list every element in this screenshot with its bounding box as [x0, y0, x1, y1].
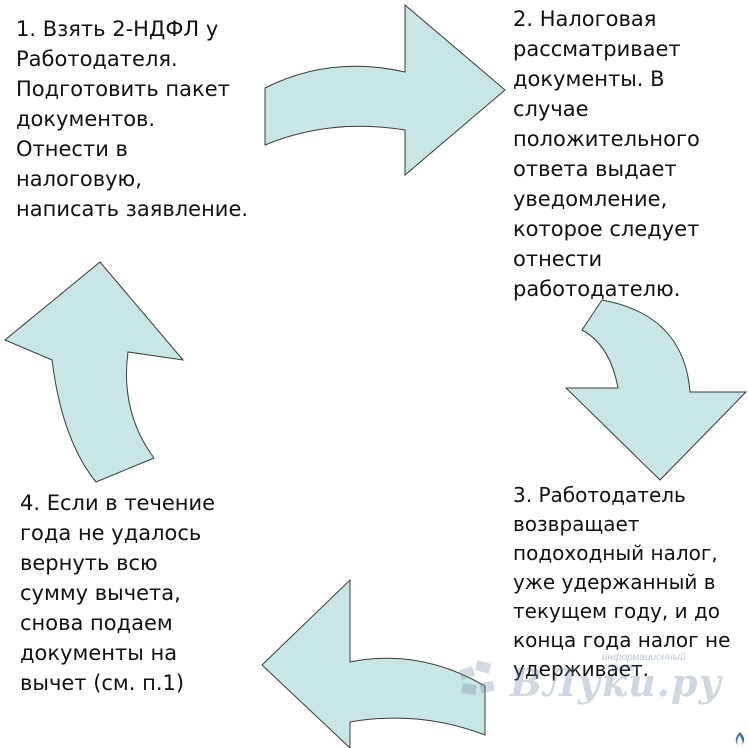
- watermark-tagline: информационный портал: [602, 652, 686, 674]
- step-3-text: 3. Работодатель возвращает подоходный на…: [513, 483, 731, 681]
- arrow-step3-to-step4: [261, 578, 486, 748]
- arrow-step1-to-step2: [264, 3, 506, 177]
- arrow-step2-to-step3: [564, 299, 748, 481]
- step-2-text: 2. Налоговая рассматривает документы. В …: [513, 7, 700, 301]
- watermark-text: ВЛуки.ру: [510, 660, 723, 705]
- corner-flame-icon: [735, 732, 745, 745]
- step-4-text: 4. Если в течение года не удалось вернут…: [20, 491, 216, 695]
- watermark: информационный портал ВЛуки.ру: [452, 648, 721, 718]
- watermark-logo-icon: [458, 660, 495, 696]
- arrow-step4-to-step1: [4, 261, 185, 483]
- step-1-text: 1. Взять 2-НДФЛ у Работодателя. Подготов…: [16, 17, 249, 221]
